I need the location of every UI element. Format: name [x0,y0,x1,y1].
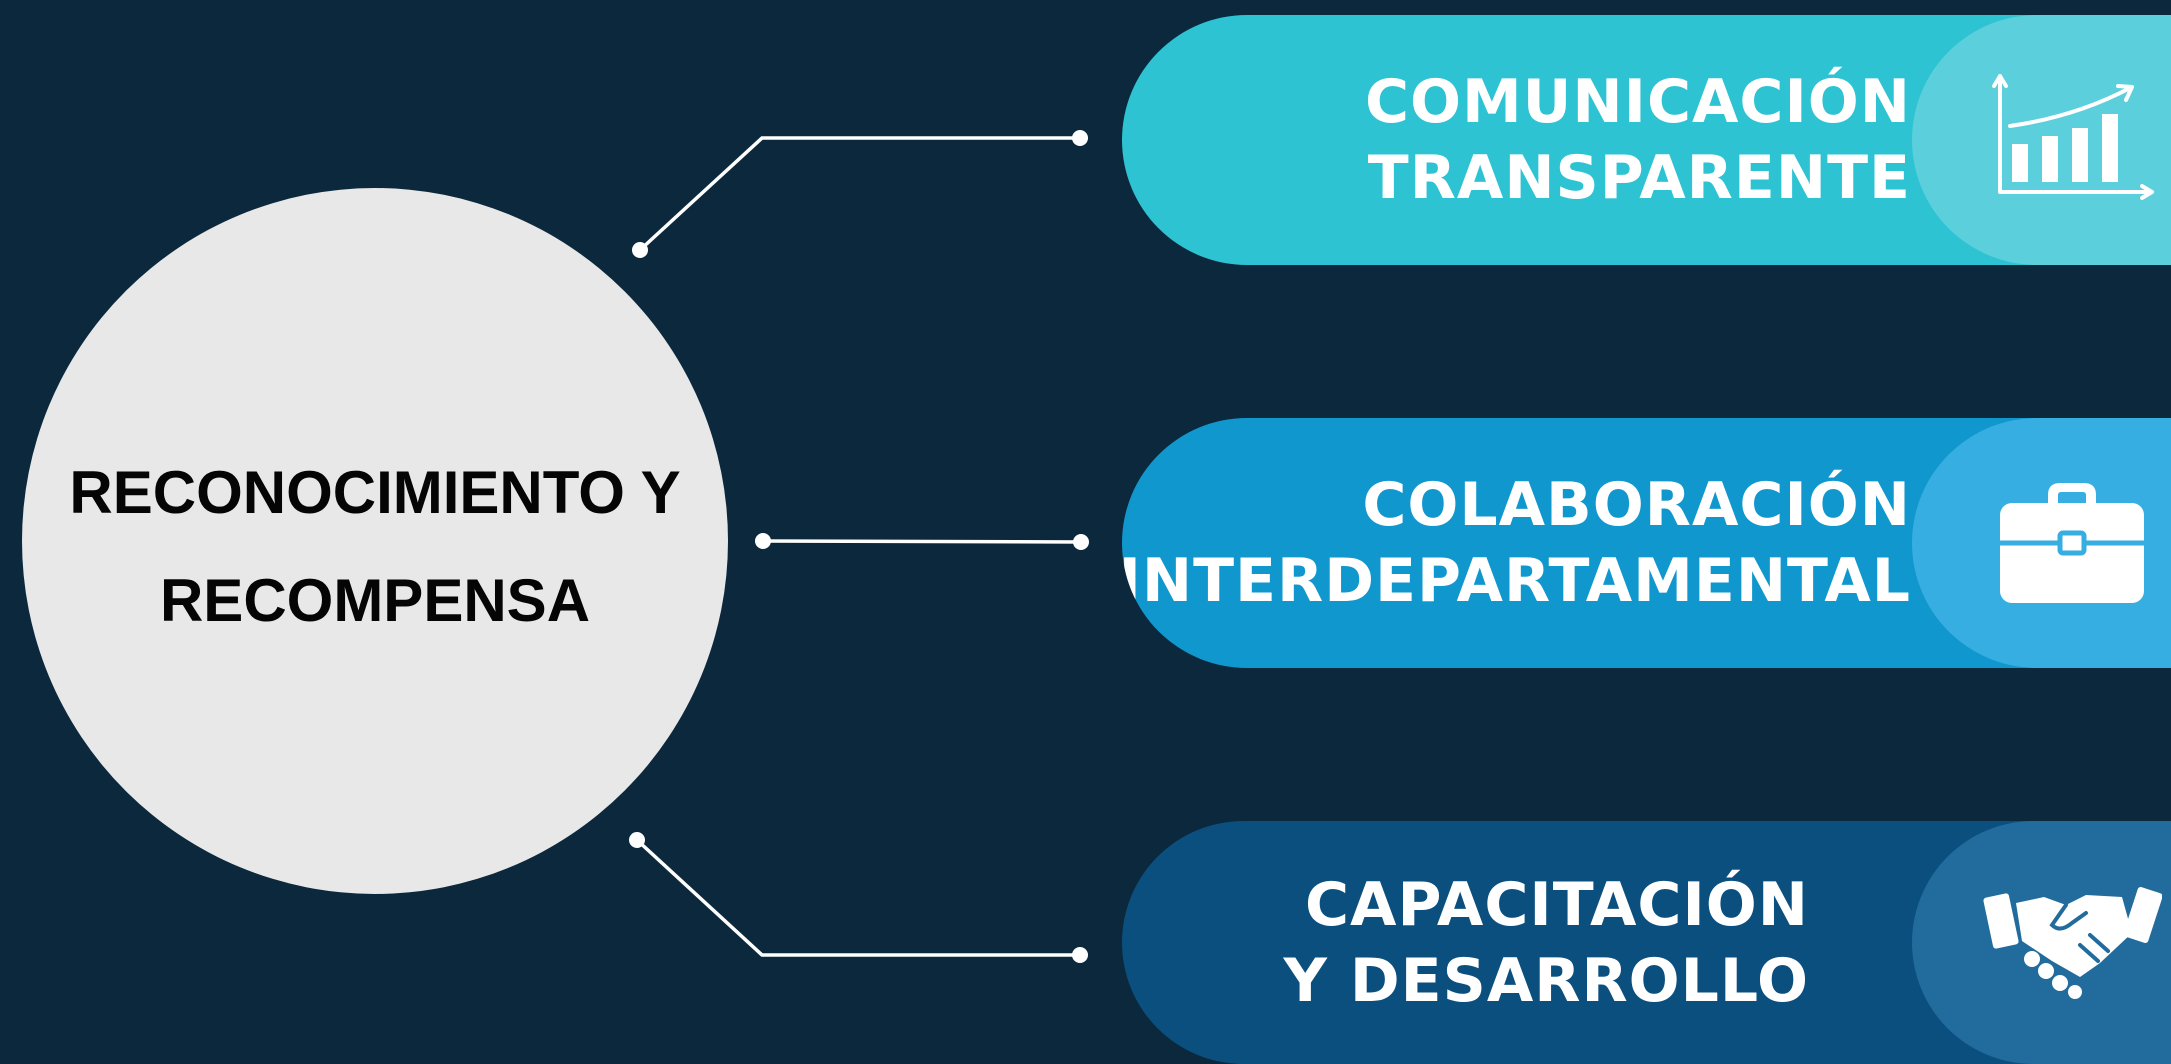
branch-comunicacion: COMUNICACIÓN TRANSPARENTE [1122,15,2171,265]
growth-chart-icon [1992,74,2154,200]
central-concept-line-2: RECOMPENSA [159,567,591,634]
connector-top-end-dot [1072,130,1088,146]
central-concept-title: RECONOCIMIENTO Y RECOMPENSA [35,439,715,655]
connector-top [638,136,1080,252]
connector-top-start-dot [632,242,648,258]
branch-label: CAPACITACIÓN Y DESARROLLO [1283,821,1809,1064]
branch-icon-cap [1912,15,2171,265]
connector-middle [762,539,1082,544]
branch-label-line-1: COMUNICACIÓN [1364,67,1911,137]
briefcase-icon [2000,483,2144,603]
central-concept-circle: RECONOCIMIENTO Y RECOMPENSA [22,188,728,894]
branch-label: COLABORACIÓN INTERDEPARTAMENTAL [1122,418,1911,668]
handshake-icon [1983,887,2162,999]
connector-bottom [635,838,1080,957]
branch-colaboracion: COLABORACIÓN INTERDEPARTAMENTAL [1122,418,2171,668]
branch-capacitacion: CAPACITACIÓN Y DESARROLLO [1122,821,2171,1064]
connector-middle-end-dot [1073,534,1089,550]
branch-label-line-2: INTERDEPARTAMENTAL [1122,546,1911,616]
connector-bottom-end-dot [1072,947,1088,963]
connector-bottom-start-dot [629,832,645,848]
branch-label-line-1: COLABORACIÓN [1362,470,1911,540]
connector-middle-start-dot [755,533,771,549]
branch-label-line-2: Y DESARROLLO [1283,945,1809,1016]
branch-label-line-1: CAPACITACIÓN [1304,869,1809,940]
branch-label-line-2: TRANSPARENTE [1367,143,1911,213]
central-concept-line-1: RECONOCIMIENTO Y [69,459,681,526]
branch-label: COMUNICACIÓN TRANSPARENTE [1365,15,1911,265]
